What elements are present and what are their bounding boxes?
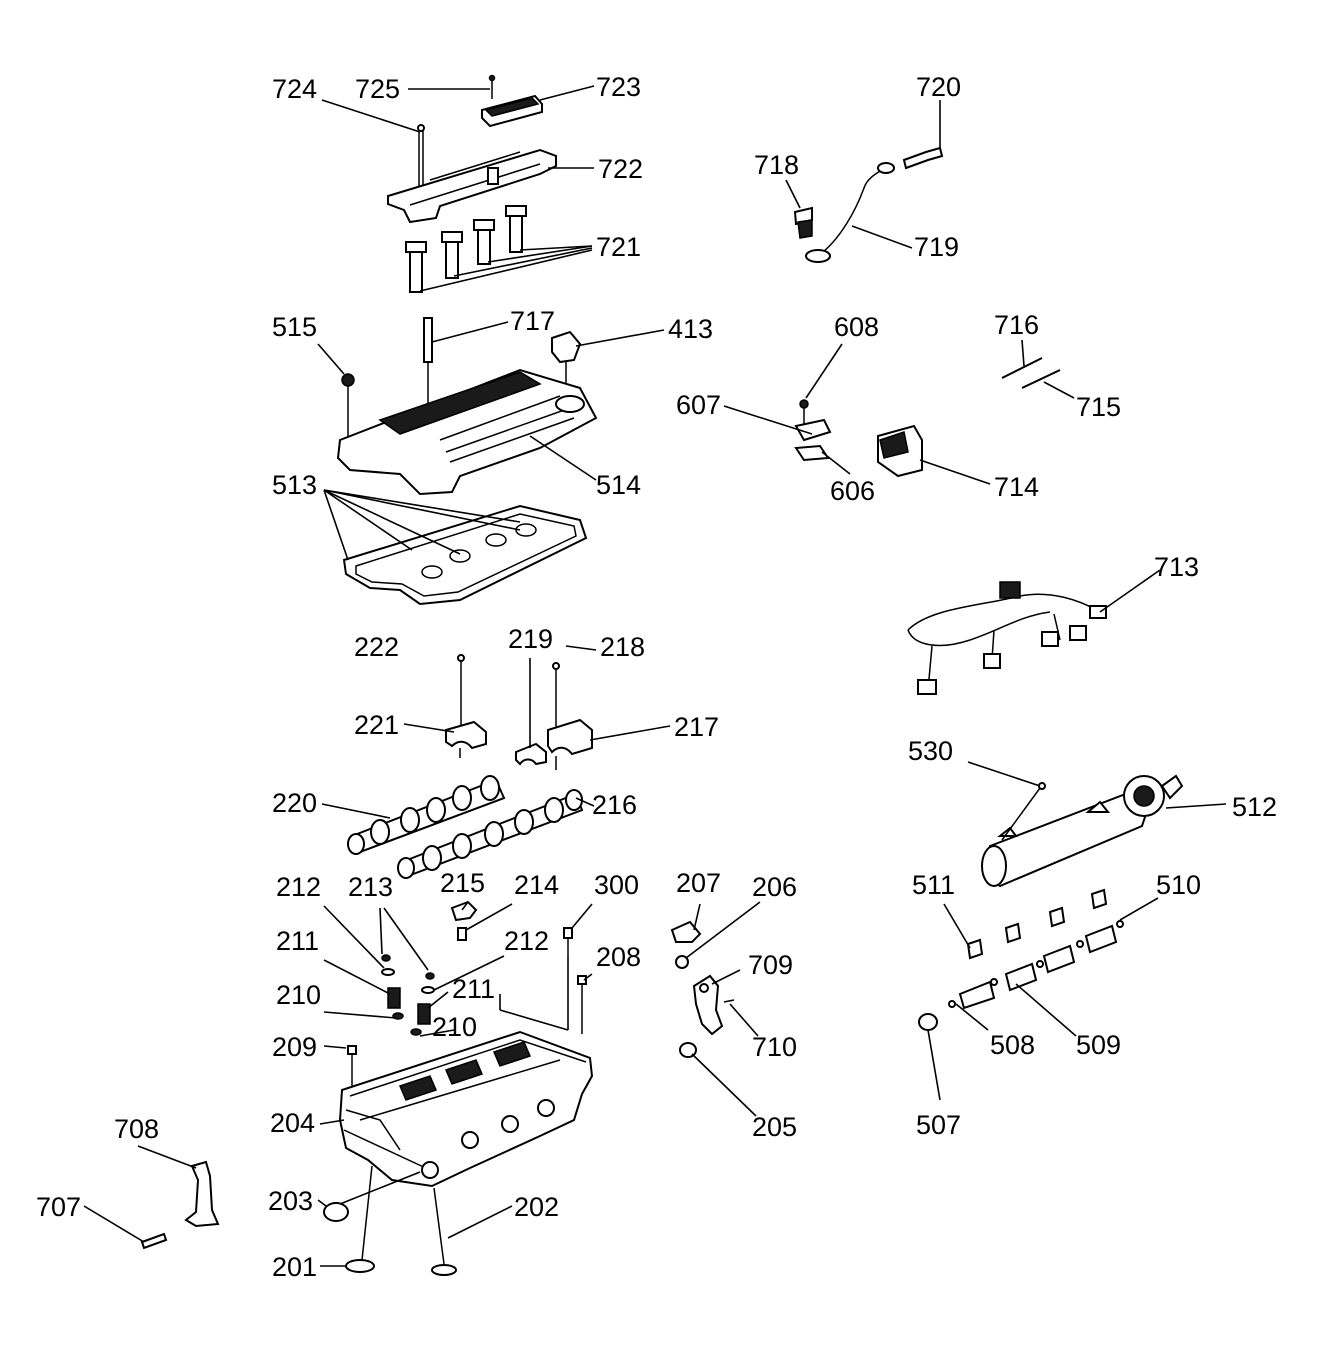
callout-201: 201 xyxy=(272,1252,317,1282)
callout-512: 512 xyxy=(1232,792,1277,822)
callout-206: 206 xyxy=(752,872,797,902)
callout-514: 514 xyxy=(596,470,641,500)
camshaft-cap-group xyxy=(403,645,671,770)
callout-719: 719 xyxy=(914,232,959,262)
callout-217: 217 xyxy=(674,712,719,742)
cam-cover-group xyxy=(317,317,665,606)
coil-cover-part xyxy=(387,148,557,224)
sensor-module-part xyxy=(877,424,923,478)
callout-212-upper: 212 xyxy=(276,872,321,902)
callout-720: 720 xyxy=(916,72,961,102)
callout-510: 510 xyxy=(1156,870,1201,900)
callout-205: 205 xyxy=(752,1112,797,1142)
fuel-rail-part xyxy=(981,774,1184,888)
callout-508: 508 xyxy=(990,1030,1035,1060)
callout-207: 207 xyxy=(676,868,721,898)
callout-222: 222 xyxy=(354,632,399,662)
callout-labels: 724 725 723 722 721 720 718 719 515 717 … xyxy=(36,72,1277,1282)
valvetrain-parts xyxy=(347,900,587,1090)
callout-211-upper: 211 xyxy=(276,926,319,956)
callout-211-lower: 211 xyxy=(452,974,495,1004)
callout-210-lower: 210 xyxy=(432,1012,477,1042)
callout-606: 606 xyxy=(830,476,875,506)
callout-724: 724 xyxy=(272,74,317,104)
callout-717: 717 xyxy=(510,306,555,336)
callout-300: 300 xyxy=(594,870,639,900)
callout-722: 722 xyxy=(598,154,643,184)
callout-413: 413 xyxy=(668,314,713,344)
callout-716: 716 xyxy=(994,310,1039,340)
callout-608: 608 xyxy=(834,312,879,342)
callout-213: 213 xyxy=(348,872,393,902)
callout-216: 216 xyxy=(592,790,637,820)
sensor-bracket-group xyxy=(723,339,1075,485)
callout-707: 707 xyxy=(36,1192,81,1222)
callout-214: 214 xyxy=(514,870,559,900)
callout-204: 204 xyxy=(270,1108,315,1138)
callout-218: 218 xyxy=(600,632,645,662)
ground-strap-group xyxy=(785,100,944,263)
callout-713: 713 xyxy=(1154,552,1199,582)
cam-cover-gasket-part xyxy=(342,504,588,606)
valve-parts xyxy=(323,1165,457,1276)
callout-215: 215 xyxy=(440,868,485,898)
callout-509: 509 xyxy=(1076,1030,1121,1060)
callout-708: 708 xyxy=(114,1114,159,1144)
coil-boot-parts xyxy=(405,205,527,293)
callout-714: 714 xyxy=(994,472,1039,502)
callout-221: 221 xyxy=(354,710,399,740)
callout-210-upper: 210 xyxy=(276,980,321,1010)
ignition-coil-group xyxy=(321,74,595,293)
callout-513: 513 xyxy=(272,470,317,500)
callout-511: 511 xyxy=(912,870,955,900)
callout-208: 208 xyxy=(596,942,641,972)
injector-group xyxy=(918,888,1124,1031)
lift-bracket-part xyxy=(140,1160,220,1250)
wiring-harness-part xyxy=(907,581,1107,695)
callout-507: 507 xyxy=(916,1110,961,1140)
callout-219: 219 xyxy=(508,624,553,654)
camshaft-intake-part xyxy=(347,775,506,855)
callout-715: 715 xyxy=(1076,392,1121,422)
timing-side-parts xyxy=(670,920,735,1058)
coil-connector-part xyxy=(481,94,543,128)
callout-203: 203 xyxy=(268,1186,313,1216)
camshaft-exhaust-part xyxy=(397,789,584,879)
callout-721: 721 xyxy=(596,232,641,262)
cam-cover-part xyxy=(336,368,598,496)
callout-220: 220 xyxy=(272,788,317,818)
callout-725: 725 xyxy=(355,74,400,104)
callout-530: 530 xyxy=(908,736,953,766)
callout-709: 709 xyxy=(748,950,793,980)
callout-710: 710 xyxy=(752,1032,797,1062)
callout-718: 718 xyxy=(754,150,799,180)
callout-515: 515 xyxy=(272,312,317,342)
callout-212-lower: 212 xyxy=(504,926,549,956)
callout-607: 607 xyxy=(676,390,721,420)
callout-202: 202 xyxy=(514,1192,559,1222)
callout-723: 723 xyxy=(596,72,641,102)
cylinder-head-part xyxy=(338,1030,594,1188)
callout-209: 209 xyxy=(272,1032,317,1062)
